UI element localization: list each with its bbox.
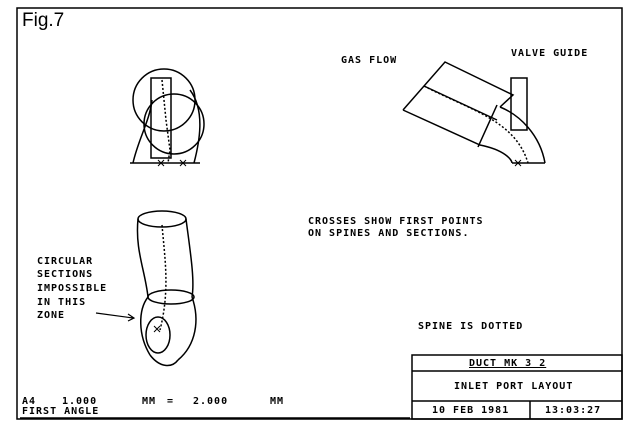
scale-value1: 1.000 — [62, 396, 98, 407]
crosses-note-line2: ON SPINES AND SECTIONS. — [308, 228, 470, 239]
valve-guide-label: VALVE GUIDE — [511, 48, 589, 59]
circular-note-line2: SECTIONS — [37, 269, 94, 280]
duct-front-view — [95, 210, 197, 367]
gas-flow-label: GAS FLOW — [341, 55, 398, 66]
spine-note: SPINE IS DOTTED — [418, 321, 524, 332]
drawing-name: DUCT MK 3 2 — [469, 358, 547, 369]
sheet-border — [16, 7, 623, 420]
drawing-date: 10 FEB 1981 — [432, 405, 510, 416]
scale-paper: A4 — [22, 396, 37, 407]
duct-side-view — [130, 68, 205, 167]
duct-plan-view — [402, 61, 546, 167]
circular-note-line1: CIRCULAR — [37, 256, 94, 267]
title-block-frame — [411, 354, 623, 420]
drawing-time: 13:03:27 — [545, 405, 602, 416]
projection-label: FIRST ANGLE — [22, 406, 100, 417]
circular-note-line4: IN THIS — [37, 297, 87, 308]
circular-note-line5: ZONE — [37, 310, 66, 321]
scale-equals: = — [167, 396, 175, 407]
scale-unit1: MM — [142, 396, 157, 407]
scale-value2: 2.000 — [193, 396, 229, 407]
figure-label: Fig.7 — [22, 10, 65, 31]
drawing-title: INLET PORT LAYOUT — [454, 381, 574, 392]
crosses-note-line1: CROSSES SHOW FIRST POINTS — [308, 216, 484, 227]
scale-unit2: MM — [270, 396, 285, 407]
circular-note-line3: IMPOSSIBLE — [37, 283, 108, 294]
